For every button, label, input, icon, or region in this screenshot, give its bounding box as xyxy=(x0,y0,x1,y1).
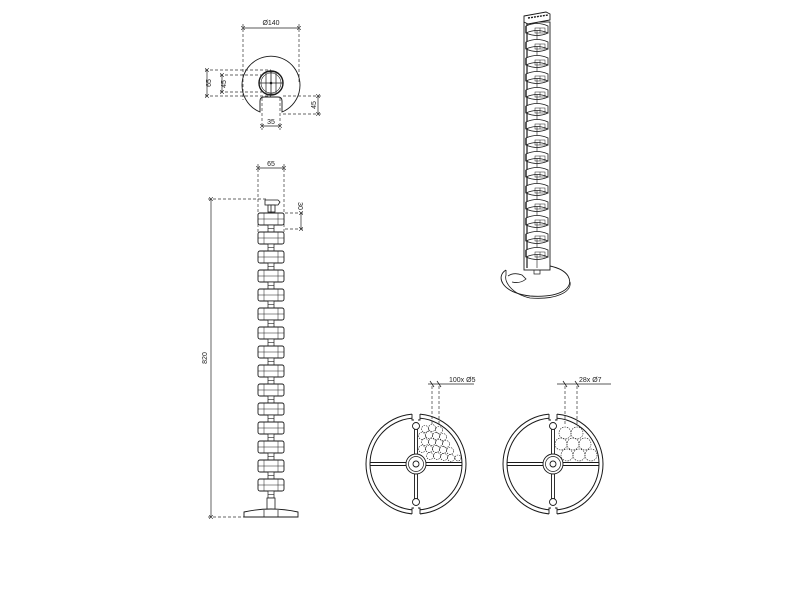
side-view: 65 820 30 xyxy=(202,161,305,517)
width-label: 65 xyxy=(267,161,275,168)
column-segments xyxy=(257,212,285,499)
outer-height-label: 65 xyxy=(206,79,213,87)
inner-height-label: 45 xyxy=(221,80,228,88)
slot-depth-label: 45 xyxy=(311,101,318,109)
top-view: Ø140 65 45 45 35 xyxy=(205,20,322,130)
total-height-label: 820 xyxy=(202,352,209,364)
diameter-label: Ø140 xyxy=(262,20,279,27)
isometric-view xyxy=(500,11,571,299)
small-cable-label: 100x Ø5 xyxy=(449,377,476,384)
slot-width-label: 35 xyxy=(267,119,275,126)
section-large-cables: 28x Ø7 xyxy=(502,377,611,516)
section-small-cables: 100x Ø5 xyxy=(365,377,476,516)
large-cable-label: 28x Ø7 xyxy=(579,377,602,384)
segment-height-label: 30 xyxy=(296,202,303,210)
